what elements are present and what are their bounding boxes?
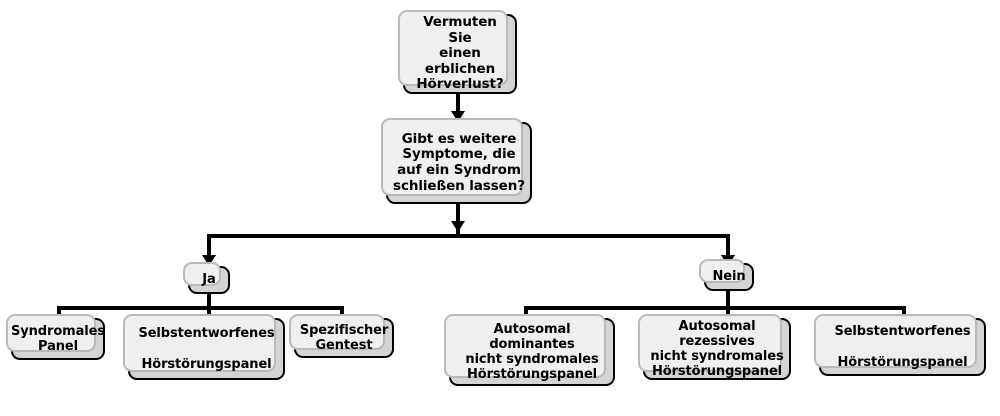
node-question-hereditary-hearing-loss[interactable]: Vermuten Sie einen erblichen Hörverlust?: [398, 10, 517, 94]
connector-yes-child1-drop: [57, 306, 61, 320]
connector-no-bar: [524, 306, 906, 310]
node-label: Selbstentworfenes Hörstörungspanel: [834, 324, 971, 370]
node-result-selbstentworfenes-panel-no[interactable]: Selbstentworfenes Hörstörungspanel: [814, 314, 986, 376]
node-answer-no[interactable]: Nein: [699, 259, 754, 291]
node-label: Ja: [202, 272, 216, 288]
node-result-syndromales-panel[interactable]: Syndromales Panel: [6, 314, 105, 360]
node-label: Vermuten Sie einen erblichen Hörverlust?: [416, 13, 504, 93]
node-result-autosomal-dominant-panel[interactable]: Autosomal dominantes nicht syndromales H…: [444, 314, 615, 386]
connector-yes-child2-drop: [207, 306, 211, 320]
connector-branch-right-drop: [726, 234, 730, 264]
node-answer-yes[interactable]: Ja: [183, 262, 230, 294]
node-label: Selbstentworfenes Hörstörungspanel: [138, 326, 275, 372]
node-result-selbstentworfenes-panel-yes[interactable]: Selbstentworfenes Hörstörungspanel: [123, 314, 285, 380]
connector-yes-stem: [207, 294, 211, 310]
connector-q2-stem: [456, 204, 460, 234]
arrowhead-q1-to-q2: [451, 111, 465, 122]
connector-no-child1-drop: [524, 306, 528, 320]
node-label: Autosomal dominantes nicht syndromales H…: [465, 321, 599, 383]
connector-no-stem: [726, 291, 730, 310]
connector-yes-bar: [57, 306, 344, 310]
arrowhead-branch-yes: [202, 255, 216, 266]
node-label: Gibt es weitere Symptome, die auf ein Sy…: [393, 130, 525, 194]
arrowhead-q2-stem: [451, 221, 465, 232]
node-label: Autosomal rezessives nicht syndromales H…: [650, 318, 784, 380]
node-label: Syndromales Panel: [11, 323, 105, 354]
connector-no-child2-drop: [726, 306, 730, 320]
node-label: Spezifischer Gentest: [299, 322, 389, 353]
connector-no-child3-drop: [902, 306, 906, 320]
connector-branch-bar-top: [207, 234, 730, 238]
connector-branch-left-drop: [207, 234, 211, 264]
node-result-spezifischer-gentest[interactable]: Spezifischer Gentest: [289, 314, 394, 358]
node-label: Nein: [712, 269, 746, 285]
node-question-syndrome-symptoms[interactable]: Gibt es weitere Symptome, die auf ein Sy…: [381, 118, 532, 204]
connector-yes-child3-drop: [340, 306, 344, 320]
node-result-autosomal-recessive-panel[interactable]: Autosomal rezessives nicht syndromales H…: [638, 314, 791, 380]
connector-q1-to-q2: [456, 94, 460, 115]
